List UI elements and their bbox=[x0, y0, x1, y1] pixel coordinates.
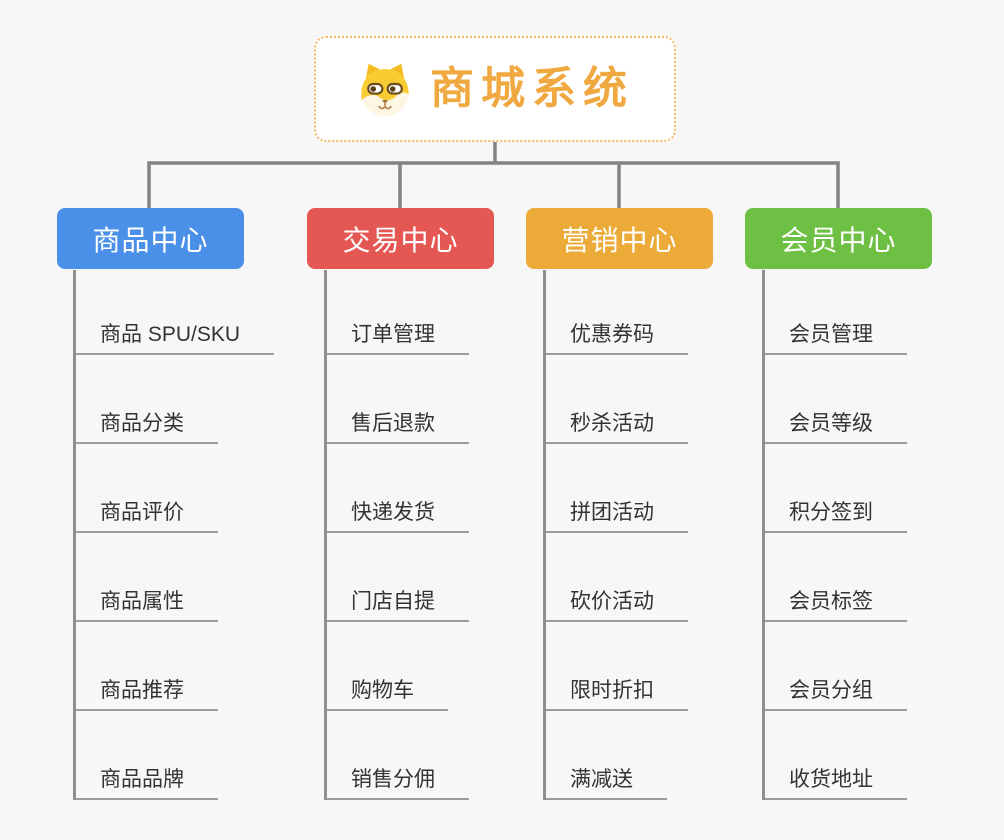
leaf-node[interactable]: 会员标签 bbox=[765, 578, 907, 622]
branch-header-label: 商品中心 bbox=[92, 224, 209, 256]
root-title: 商城系统 bbox=[430, 64, 634, 113]
leaf-node[interactable]: 门店自提 bbox=[327, 578, 469, 622]
leaf-node[interactable]: 满减送 bbox=[546, 756, 667, 800]
leaf-node[interactable]: 售后退款 bbox=[327, 400, 469, 444]
leaf-node[interactable]: 购物车 bbox=[327, 667, 448, 711]
leaf-node[interactable]: 收货地址 bbox=[765, 756, 907, 800]
leaf-node[interactable]: 销售分佣 bbox=[327, 756, 469, 800]
shiba-dog-icon bbox=[361, 63, 409, 117]
leaf-node[interactable]: 秒杀活动 bbox=[546, 400, 688, 444]
leaf-node[interactable]: 商品分类 bbox=[76, 400, 218, 444]
root-node[interactable]: 商城系统 bbox=[314, 36, 676, 142]
leaf-node[interactable]: 商品推荐 bbox=[76, 667, 218, 711]
leaf-node[interactable]: 商品品牌 bbox=[76, 756, 218, 800]
branch-column-member: 会员管理 会员等级 积分签到 会员标签 会员分组 收货地址 bbox=[762, 270, 1004, 800]
branch-header-label: 营销中心 bbox=[561, 224, 678, 256]
leaf-node[interactable]: 优惠券码 bbox=[546, 311, 688, 355]
branch-column-marketing: 优惠券码 秒杀活动 拼团活动 砍价活动 限时折扣 满减送 bbox=[543, 270, 816, 800]
leaf-node[interactable]: 快递发货 bbox=[327, 489, 469, 533]
leaf-node[interactable]: 会员管理 bbox=[765, 311, 907, 355]
leaf-node[interactable]: 订单管理 bbox=[327, 311, 469, 355]
branch-header-trade-center[interactable]: 交易中心 bbox=[307, 208, 494, 269]
leaf-node[interactable]: 会员分组 bbox=[765, 667, 907, 711]
leaf-node[interactable]: 限时折扣 bbox=[546, 667, 688, 711]
leaf-node[interactable]: 拼团活动 bbox=[546, 489, 688, 533]
leaf-node[interactable]: 会员等级 bbox=[765, 400, 907, 444]
branch-header-member-center[interactable]: 会员中心 bbox=[745, 208, 932, 269]
leaf-node[interactable]: 砍价活动 bbox=[546, 578, 688, 622]
branch-header-marketing-center[interactable]: 营销中心 bbox=[526, 208, 713, 269]
leaf-node[interactable]: 商品属性 bbox=[76, 578, 218, 622]
branch-column-product: 商品 SPU/SKU 商品分类 商品评价 商品属性 商品推荐 商品品牌 bbox=[73, 270, 346, 800]
leaf-node[interactable]: 积分签到 bbox=[765, 489, 907, 533]
leaf-node[interactable]: 商品评价 bbox=[76, 489, 218, 533]
branch-header-label: 交易中心 bbox=[342, 224, 459, 256]
branch-header-product-center[interactable]: 商品中心 bbox=[57, 208, 244, 269]
branch-column-trade: 订单管理 售后退款 快递发货 门店自提 购物车 销售分佣 bbox=[324, 270, 597, 800]
leaf-node[interactable]: 商品 SPU/SKU bbox=[76, 311, 275, 355]
branch-header-label: 会员中心 bbox=[780, 224, 897, 256]
